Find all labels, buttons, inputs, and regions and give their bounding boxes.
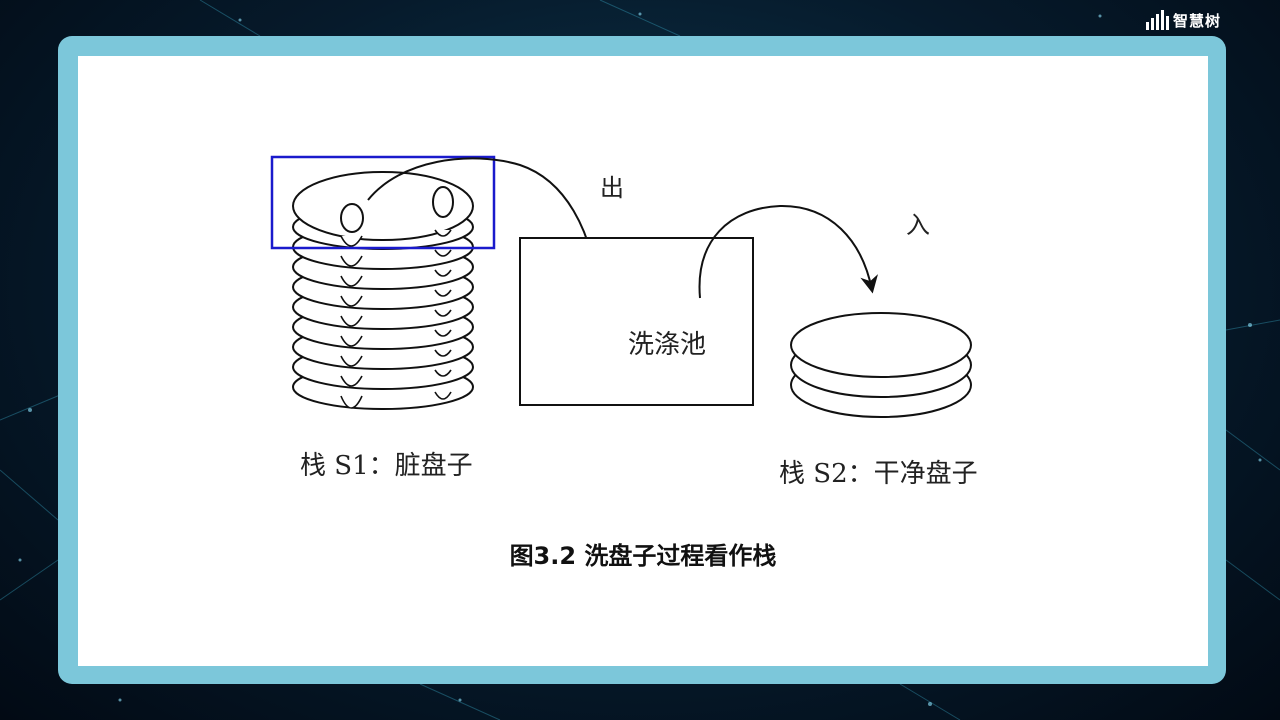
stack-s1-plates — [292, 171, 474, 410]
arrow-in-icon — [698, 204, 878, 299]
washing-pool-label: 洗涤池 — [628, 330, 706, 360]
stack-s2-label: 栈 S2：干净盘子 — [779, 459, 978, 489]
stack-s2-plates — [790, 312, 972, 418]
top-plate-left-spot — [340, 203, 364, 233]
arrow-out-icon — [367, 157, 606, 296]
stack-s1-label: 栈 S1：脏盘子 — [300, 451, 473, 481]
label-out: 出 — [600, 174, 624, 202]
figure-caption: 图3.2 洗盘子过程看作栈 — [509, 542, 777, 570]
zhihuishu-logo: 智慧树 — [1146, 6, 1270, 34]
logo-text: 智慧树 — [1173, 11, 1222, 30]
top-plate-right-spot — [432, 186, 454, 218]
washing-pool-box — [519, 237, 754, 406]
top-plate — [292, 171, 474, 241]
stack-s1-blobs — [340, 229, 452, 409]
label-in: 入 — [906, 211, 930, 239]
plate — [790, 312, 972, 378]
top-plate-highlight-box — [270, 155, 496, 250]
logo-bars-icon — [1146, 10, 1169, 30]
